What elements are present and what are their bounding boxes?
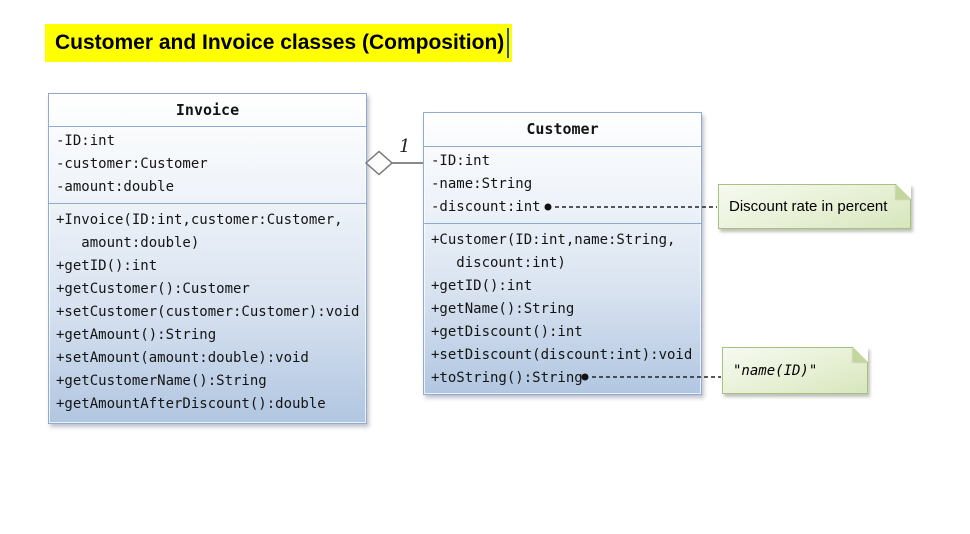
- note-tostring: "name(ID)": [722, 347, 868, 394]
- text-cursor: [507, 28, 510, 58]
- customer-attributes-compartment: -ID:int -name:String -discount:int: [424, 147, 701, 224]
- class-box-customer: Customer -ID:int -name:String -discount:…: [423, 112, 702, 395]
- page-title-text: Customer and Invoice classes (Compositio…: [55, 31, 505, 54]
- class-box-invoice: Invoice -ID:int -customer:Customer -amou…: [48, 93, 367, 424]
- page-title: Customer and Invoice classes (Compositio…: [45, 24, 513, 62]
- method-line: +getAmount():String: [56, 327, 217, 343]
- method-line: +getCustomer():Customer: [56, 281, 250, 297]
- attribute-line: -name:String: [431, 176, 533, 192]
- method-line: +getDiscount():int: [431, 324, 583, 340]
- attribute-line: -customer:Customer: [56, 156, 208, 172]
- method-line: +Customer(ID:int,name:String,: [431, 232, 676, 248]
- method-line: +toString():String: [431, 370, 583, 386]
- note-discount-text: Discount rate in percent: [729, 198, 888, 215]
- multiplicity-label: 1: [399, 136, 411, 157]
- class-name-invoice: Invoice: [49, 94, 366, 127]
- method-line: +setAmount(amount:double):void: [56, 350, 309, 366]
- attribute-line: -ID:int: [56, 133, 116, 149]
- method-line: +getID():int: [431, 278, 533, 294]
- method-line: +getCustomerName():String: [56, 373, 267, 389]
- attribute-line: -ID:int: [431, 153, 491, 169]
- invoice-attributes-compartment: -ID:int -customer:Customer -amount:doubl…: [49, 127, 366, 204]
- method-line: discount:int): [431, 255, 566, 271]
- method-line: +setDiscount(discount:int):void: [431, 347, 693, 363]
- class-name-customer: Customer: [424, 113, 701, 147]
- method-line: +setCustomer(customer:Customer):void: [56, 304, 360, 320]
- method-line: +getID():int: [56, 258, 158, 274]
- method-line: +getName():String: [431, 301, 575, 317]
- composition-diamond-icon: [364, 150, 394, 176]
- method-line: amount:double): [56, 235, 200, 251]
- attribute-line: -amount:double: [56, 179, 175, 195]
- attribute-line: -discount:int: [431, 199, 541, 215]
- customer-methods-compartment: +Customer(ID:int,name:String, discount:i…: [424, 224, 701, 390]
- note-discount: Discount rate in percent: [718, 184, 911, 229]
- method-line: +getAmountAfterDiscount():double: [56, 396, 326, 412]
- note-tostring-text: "name(ID)": [733, 362, 818, 379]
- method-line: +Invoice(ID:int,customer:Customer,: [56, 212, 343, 228]
- invoice-methods-compartment: +Invoice(ID:int,customer:Customer, amoun…: [49, 204, 366, 416]
